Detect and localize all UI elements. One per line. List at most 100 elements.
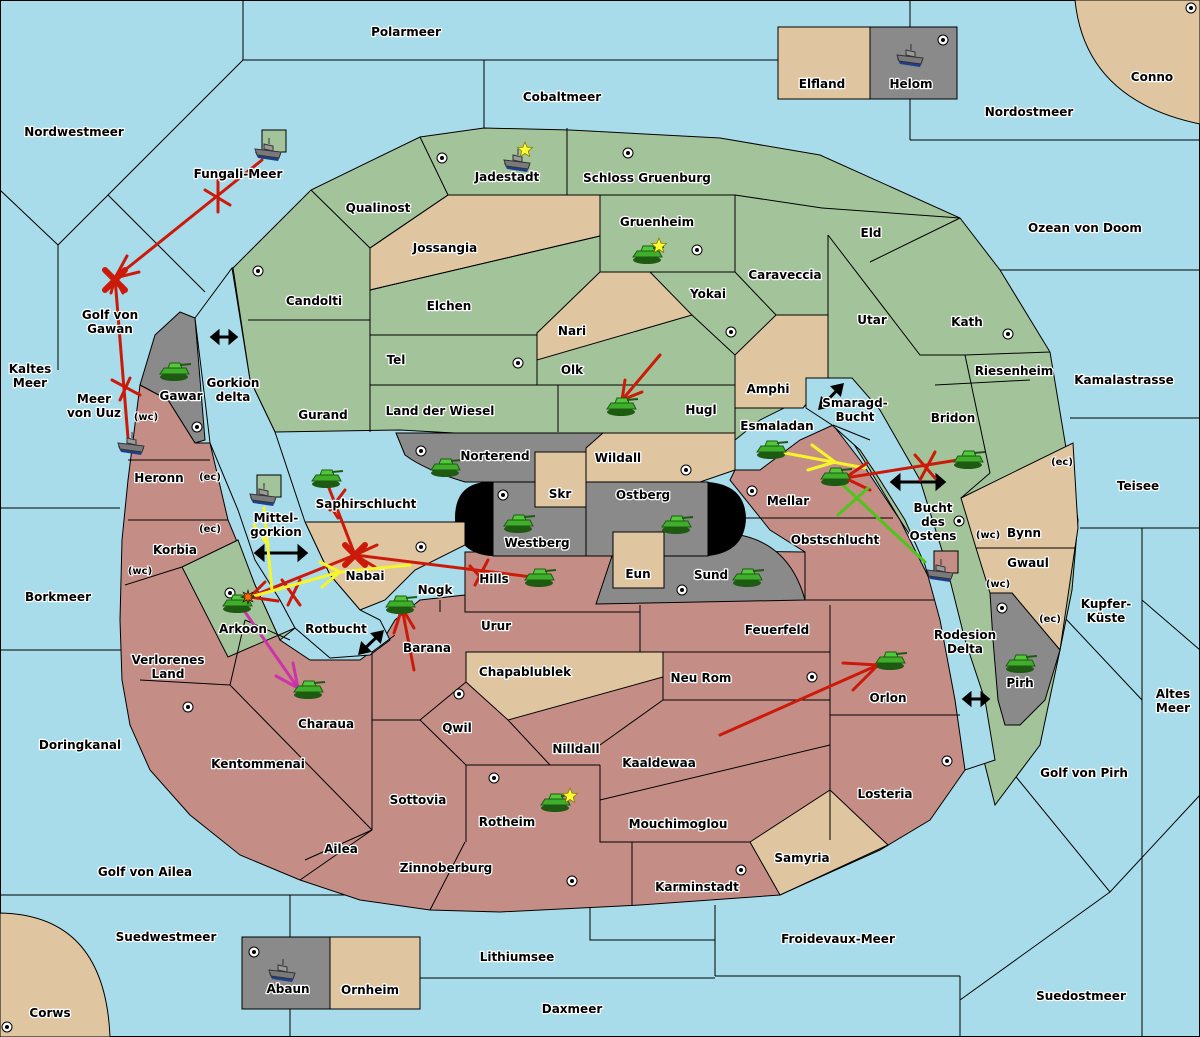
army-unit-ostberg[interactable]	[661, 515, 694, 534]
territory-label-ostberg: Ostberg	[616, 488, 670, 502]
sea-label-ozean-von-doom: Ozean von Doom	[1028, 221, 1142, 235]
star-icon	[561, 786, 579, 804]
impassable-east	[708, 482, 746, 556]
territory-ornheim[interactable]	[329, 936, 421, 1010]
ship-icon	[896, 44, 924, 67]
territory-label-yokai: Yokai	[689, 287, 726, 301]
territory-corws[interactable]	[0, 912, 111, 1037]
ship-icon	[254, 138, 282, 161]
territory-label-westberg: Westberg	[504, 536, 569, 550]
army-unit-gruenheim[interactable]	[632, 236, 668, 264]
order-support-yellow	[248, 506, 412, 599]
coast-label: (ec)	[1051, 457, 1073, 468]
sea-label-golf-von-ailea: Golf von Ailea	[98, 865, 192, 879]
territory-borders	[124, 128, 1051, 911]
army-unit-gawar[interactable]	[159, 362, 192, 381]
sea-label-kupfer-k-ste: Kupfer-Küste	[1081, 597, 1131, 625]
territory-label-sund: Sund	[694, 568, 728, 582]
army-unit-bridon[interactable]	[953, 450, 986, 469]
territory-bynn[interactable]	[960, 442, 1079, 549]
territory-conno[interactable]	[1074, 0, 1200, 125]
army-unit-mellar[interactable]	[820, 467, 853, 486]
fleet-unit-fungali-meer[interactable]	[254, 129, 287, 161]
sea-label-nordwestmeer: Nordwestmeer	[24, 125, 124, 139]
supply-center-icon	[248, 946, 260, 958]
fleet-unit-helom[interactable]	[896, 44, 924, 67]
ship-icon	[503, 149, 531, 172]
supply-center-icon	[941, 755, 953, 767]
tank-icon	[503, 514, 536, 533]
sea-label-rotbucht: Rotbucht	[305, 622, 367, 636]
fleet-unit-abaun[interactable]	[268, 959, 296, 982]
supply-center-icon	[937, 34, 949, 46]
sea-gorkion-inner	[194, 266, 391, 659]
army-unit-nogk[interactable]	[385, 595, 418, 614]
army-unit-hills[interactable]	[524, 568, 557, 587]
territory-label-tel: Tel	[387, 353, 406, 367]
territory-samyria[interactable]	[749, 789, 889, 896]
order-retreat-magenta	[243, 610, 300, 690]
territory-label-korbia: Korbia	[153, 543, 197, 557]
territory-label-losteria: Losteria	[857, 787, 912, 801]
tank-icon	[606, 397, 639, 416]
territory-label-urur: Urur	[481, 619, 511, 633]
territory-label-wildall: Wildall	[595, 451, 641, 465]
territory-elfland[interactable]	[777, 26, 871, 100]
army-unit-saphirschlucht[interactable]	[311, 469, 344, 488]
army-unit-charaua[interactable]	[293, 680, 326, 699]
territory-label-hugl: Hugl	[685, 403, 716, 417]
fleet-unit-bucht-des-ostens[interactable]	[926, 550, 959, 582]
fleet-unit-meer-von-uuz[interactable]	[117, 432, 145, 455]
territory-label-obstschlucht: Obstschlucht	[791, 533, 880, 547]
territory-label-pirh: Pirh	[1006, 676, 1033, 690]
army-unit-esmaladan[interactable]	[756, 440, 789, 459]
territory-label-sottovia: Sottovia	[390, 793, 447, 807]
labels-layer: PolarmeerCobaltmeerNordwestmeerNordostme…	[7, 24, 1191, 1022]
territory-label-utar: Utar	[857, 313, 887, 327]
territory-label-gwaul: Gwaul	[1007, 556, 1049, 570]
tank-icon	[632, 245, 665, 264]
ship-icon	[117, 432, 145, 455]
territory-skr[interactable]	[534, 451, 587, 508]
army-unit-hugl[interactable]	[606, 397, 639, 416]
failed-x-nabai	[342, 542, 368, 568]
territory-label-kentommenai: Kentommenai	[211, 757, 305, 771]
coast-label: (ec)	[199, 524, 221, 535]
supply-center-icon	[746, 485, 758, 497]
territory-label-kath: Kath	[951, 315, 983, 329]
territory-label-kaaldewaa: Kaaldewaa	[622, 756, 696, 770]
supply-center-icon	[1185, 2, 1197, 14]
territory-label-hills: Hills	[479, 572, 509, 586]
supply-center-icon	[415, 541, 427, 553]
territory-eun[interactable]	[612, 531, 665, 589]
territory-chapablublek[interactable]	[465, 651, 664, 721]
army-unit-westberg[interactable]	[503, 514, 536, 533]
tank-icon	[732, 568, 765, 587]
territory-label-nari: Nari	[558, 324, 586, 338]
double-arrow-icon	[358, 630, 384, 655]
territory-label-esmaladan: Esmaladan	[740, 419, 813, 433]
army-unit-pirh[interactable]	[1005, 654, 1038, 673]
tank-icon	[159, 362, 192, 381]
order-esmaladan-yellow	[783, 443, 867, 472]
army-unit-rotheim[interactable]	[540, 786, 579, 812]
territory-label-orlon: Orlon	[869, 691, 906, 705]
double-arrow-icon	[209, 328, 239, 346]
coast-label: (wc)	[128, 566, 152, 577]
fleet-unit-jadestadt[interactable]	[503, 140, 534, 172]
fleet-unit-mittel-gorkion[interactable]	[249, 474, 282, 506]
territory-label-riesenheim: Riesenheim	[975, 364, 1054, 378]
supply-center-icon	[497, 489, 509, 501]
army-unit-sund[interactable]	[732, 568, 765, 587]
territory-label-arkoon: Arkoon	[219, 622, 267, 636]
sea-label-suedostmeer: Suedostmeer	[1036, 989, 1126, 1003]
army-unit-orlon[interactable]	[875, 651, 908, 670]
tank-icon	[1005, 654, 1038, 673]
sea-label-smaragd-bucht: Smaragd-Bucht	[822, 396, 887, 424]
army-unit-norterend[interactable]	[430, 458, 463, 477]
supply-center-icon	[1, 1021, 13, 1033]
